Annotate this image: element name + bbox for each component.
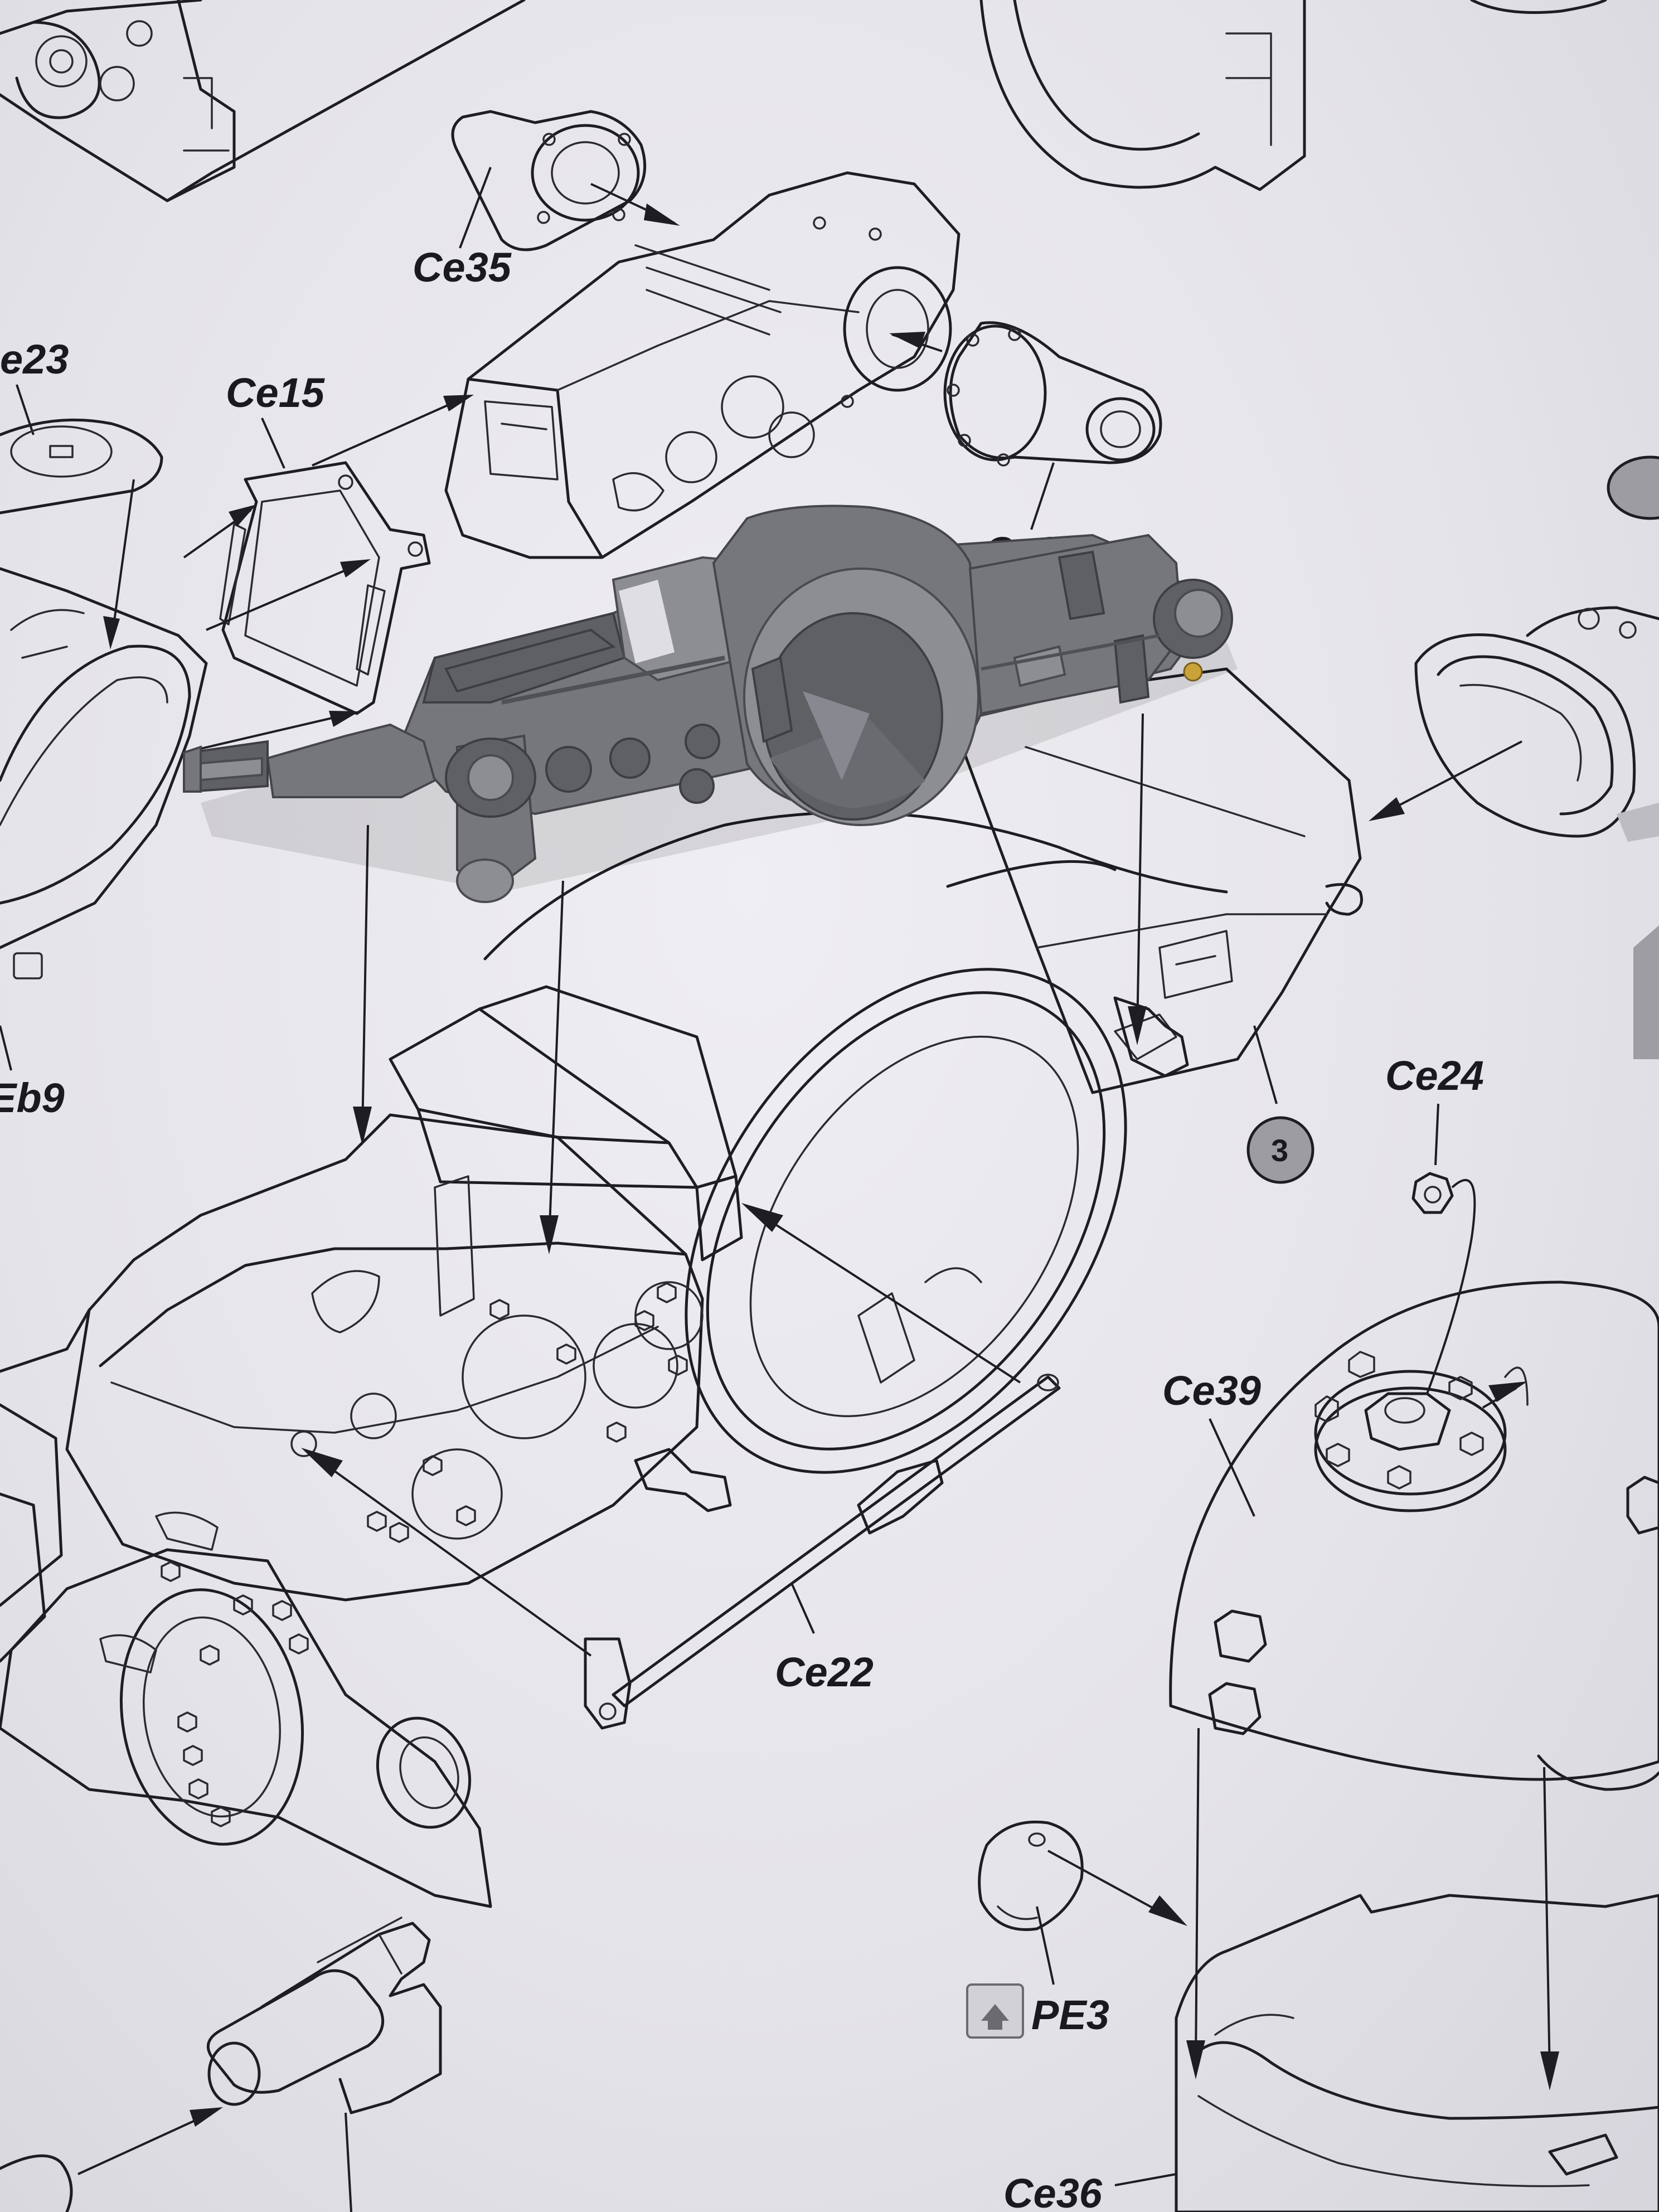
- label-ce36: Ce36: [1003, 2170, 1103, 2212]
- label-ce35: Ce35: [413, 244, 512, 290]
- upper-gearbox-housing-drawing: [444, 171, 961, 559]
- pe3-part-drawing: PE3: [966, 1820, 1187, 2039]
- step-3-badge: 3: [1246, 1116, 1314, 1184]
- bottom-left-parts-drawing: [0, 1917, 442, 2212]
- top-center-housing-drawing: [979, 0, 1607, 191]
- step-4-badge-partial: [1607, 455, 1659, 520]
- label-ce22: Ce22: [775, 1649, 874, 1695]
- ce36-part-drawing: Ce36: [1003, 1894, 1659, 2212]
- label-ce24: Ce24: [1385, 1052, 1484, 1099]
- label-ce39: Ce39: [1162, 1367, 1261, 1414]
- ce35-part-drawing: Ce35: [413, 110, 680, 290]
- ce39-part-drawing: Ce39: [1162, 1280, 1659, 2090]
- left-housing-drawing: Eb9: [0, 567, 208, 1121]
- step-3-text: 3: [1271, 1133, 1288, 1168]
- label-ce15: Ce15: [226, 370, 326, 416]
- label-ce23: e23: [0, 336, 69, 382]
- label-eb9: Eb9: [0, 1075, 65, 1121]
- ce15-part-drawing: Ce15: [183, 370, 474, 754]
- main-transmission-drawing: [0, 667, 1363, 1908]
- ce22-part-drawing: Ce22: [584, 1374, 1061, 1730]
- right-bell-drawing: [1369, 606, 1659, 1059]
- photo-etch-icon: [966, 1983, 1024, 2039]
- ce23-part-drawing: e23: [0, 336, 163, 649]
- ce24-part-drawing: Ce24: [1385, 1052, 1484, 1394]
- gray-plastic-model: [183, 505, 1238, 903]
- bolts-group: [161, 1282, 688, 1827]
- label-pe3: PE3: [1031, 1992, 1109, 2038]
- top-left-gearbox-drawing: [0, 0, 526, 202]
